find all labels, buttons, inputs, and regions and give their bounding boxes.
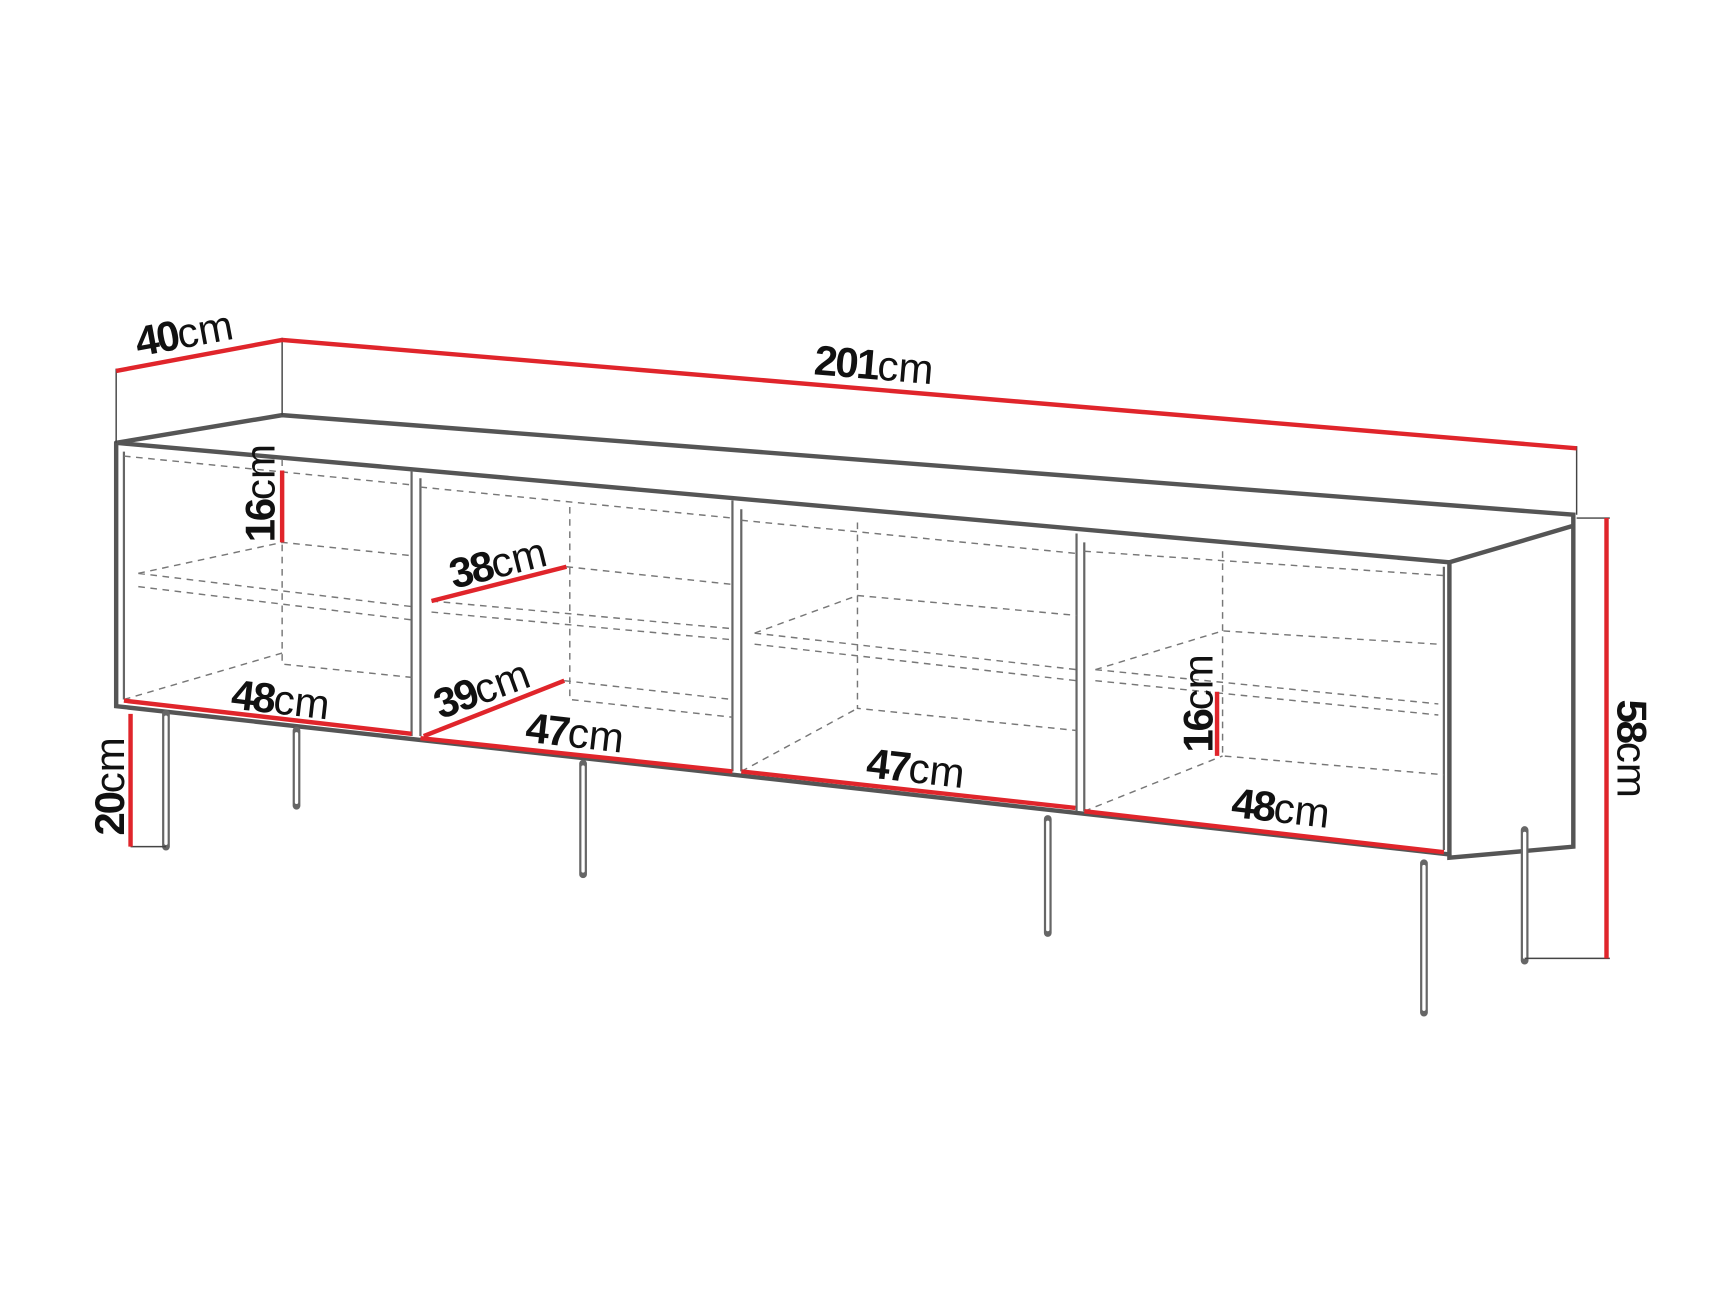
left-shelf-gap-label: 16cm: [236, 444, 283, 542]
compartment-1-label: 48cm: [229, 671, 332, 729]
width-dimension-line: [281, 337, 1577, 451]
extension-lines: [115, 337, 1610, 960]
shelf-depth-lower-label: 39cm: [427, 650, 536, 728]
compartment-4-line: [1084, 809, 1445, 855]
right-shelf-gap-label: 16cm: [1175, 654, 1222, 752]
interior-hidden-lines: [123, 455, 1444, 812]
shelf-depth-lower-line: [422, 678, 566, 739]
legs: [162, 710, 1529, 1017]
width-label: 201cm: [812, 336, 935, 393]
compartment-3-line: [741, 769, 1076, 811]
dimension-lines: [115, 337, 1609, 959]
leg-height-label: 20cm: [86, 737, 133, 835]
height-label: 58cm: [1609, 700, 1656, 798]
compartment-1-line: [123, 698, 412, 736]
compartment-3-label: 47cm: [864, 739, 967, 797]
shelf-depth-upper-line: [430, 564, 568, 604]
dimension-labels: 40cm 201cm 58cm 20cm 16cm 16cm 38cm 39cm…: [86, 301, 1656, 837]
compartment-4-label: 48cm: [1229, 779, 1332, 837]
cabinet-outline: [113, 412, 1576, 861]
compartment-2-label: 47cm: [523, 704, 626, 762]
depth-label: 40cm: [131, 301, 236, 365]
shelf-depth-upper-label: 38cm: [444, 528, 551, 597]
depth-dimension-line: [115, 337, 283, 374]
compartment-2-line: [420, 736, 733, 774]
